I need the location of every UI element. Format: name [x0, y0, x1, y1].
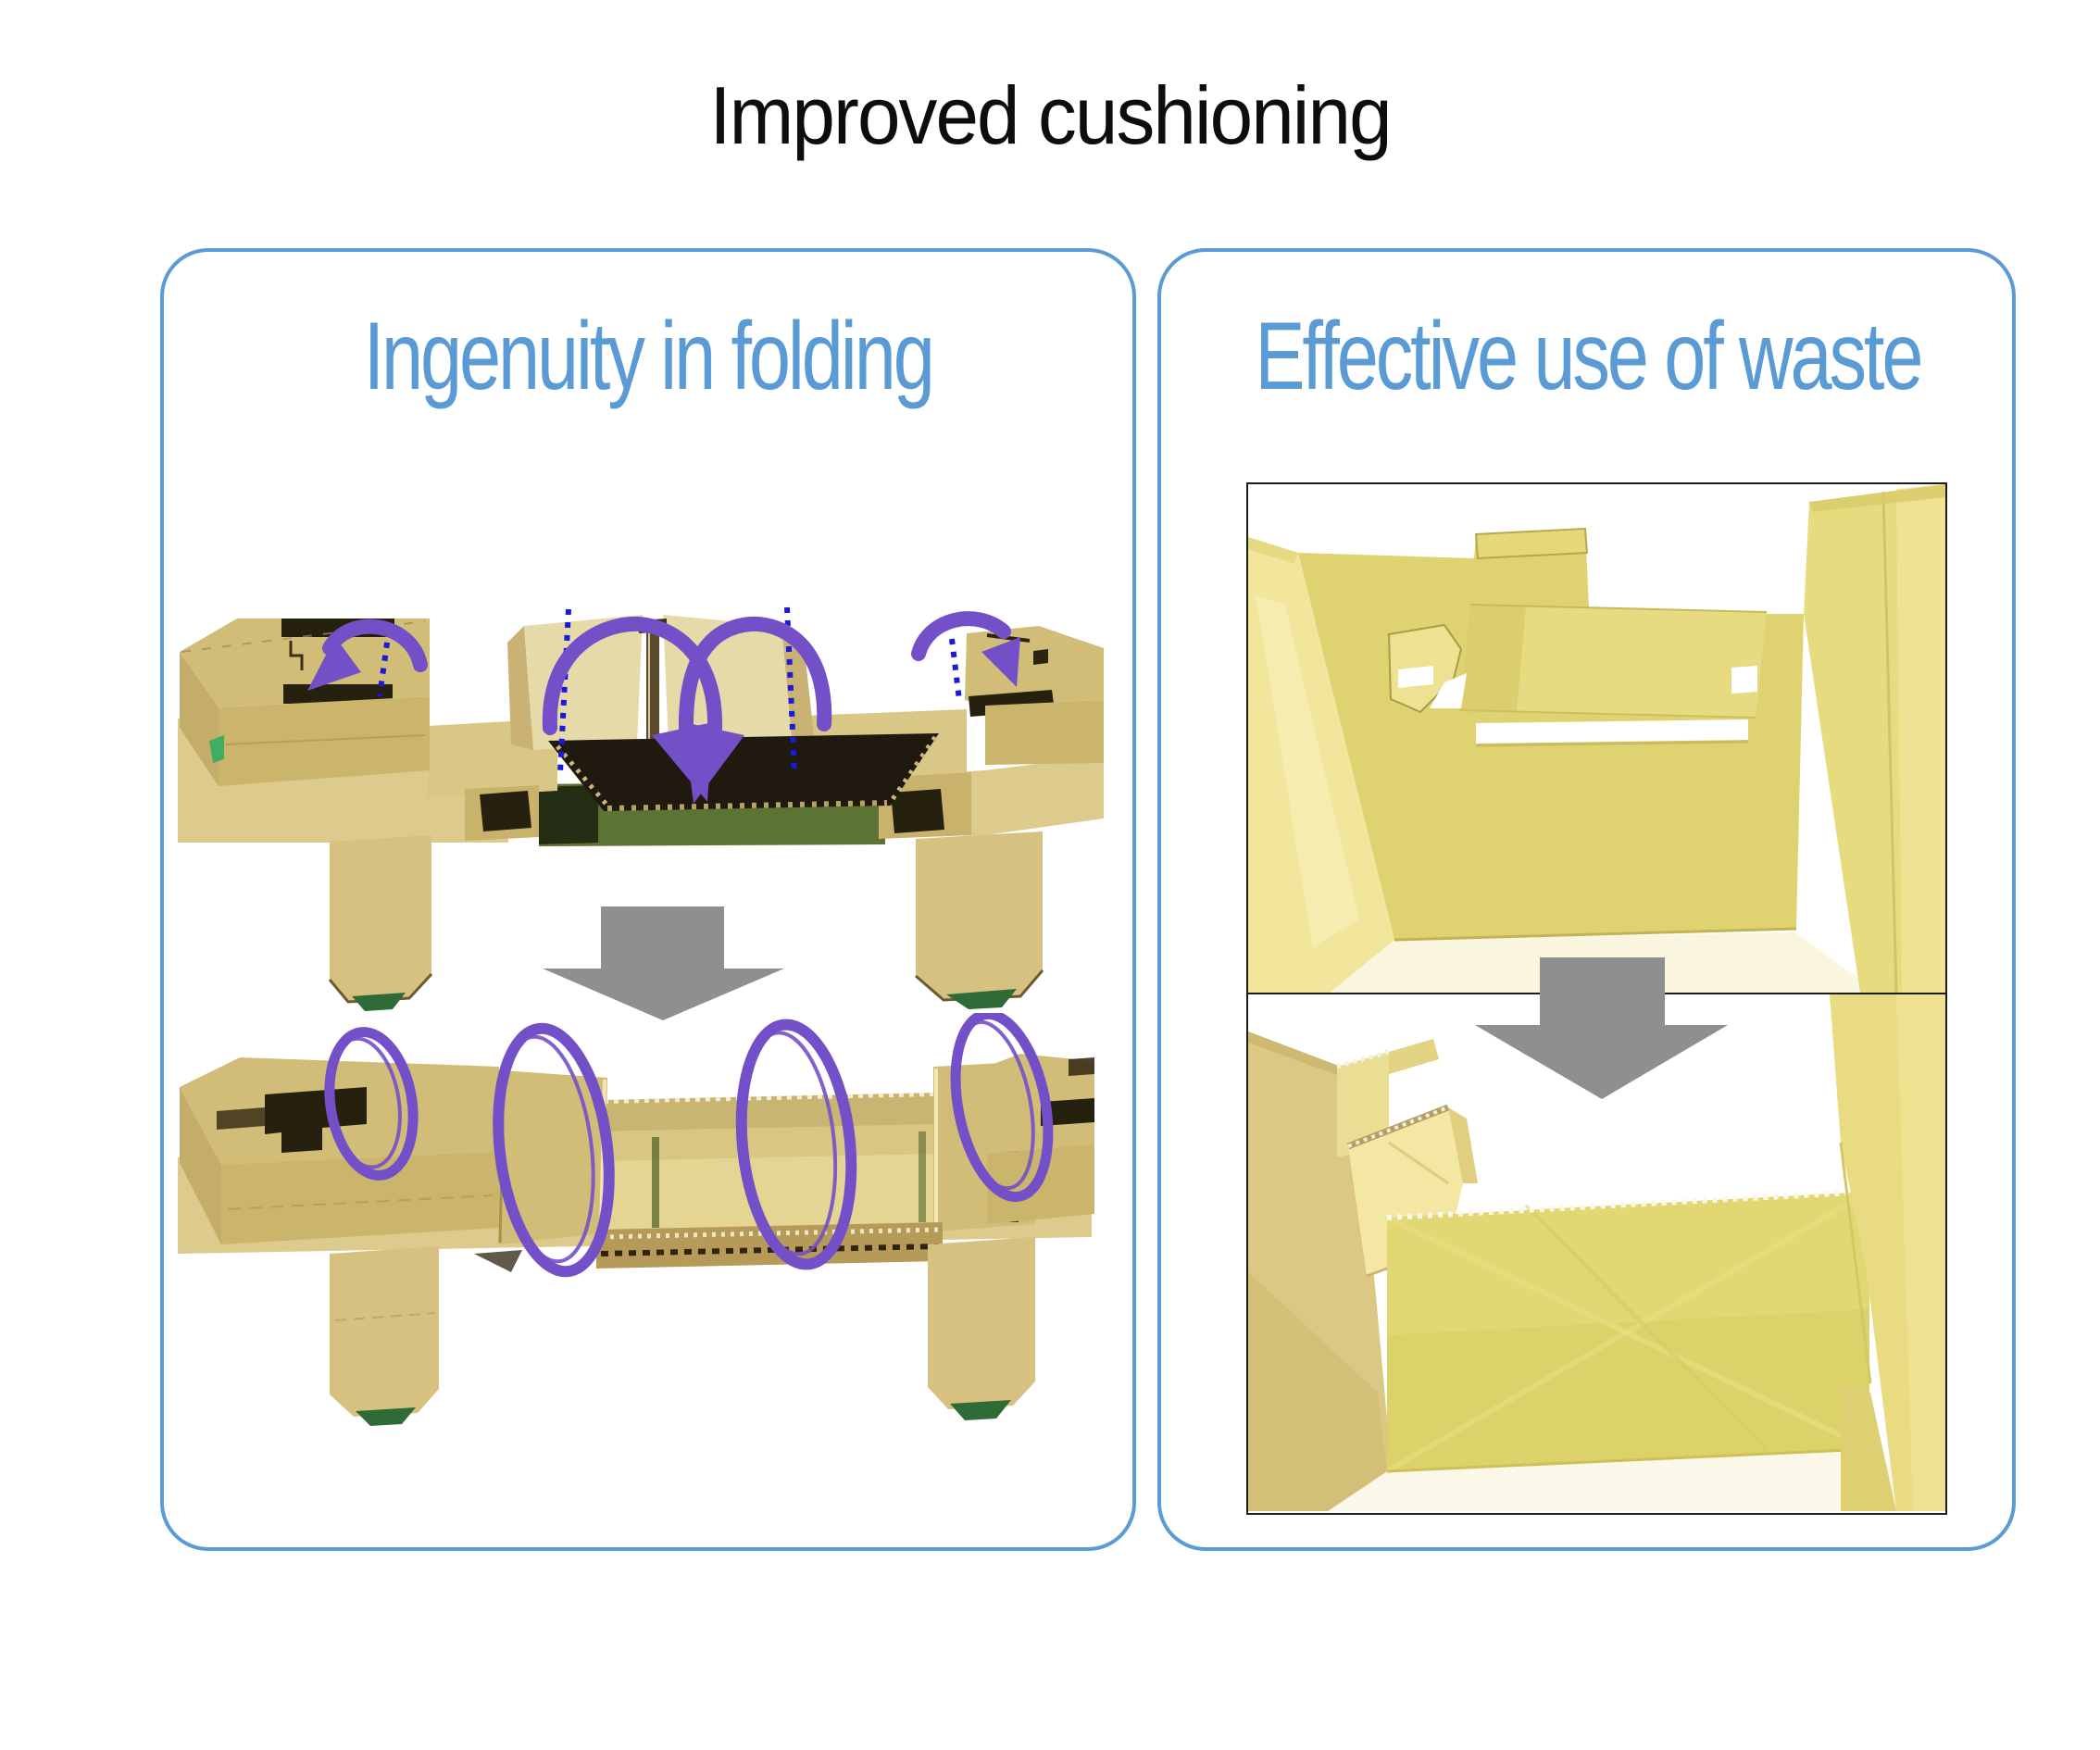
crease: [227, 1194, 494, 1210]
page-title: Improved cushioning: [0, 69, 2100, 163]
cut-tab: [1474, 527, 1589, 560]
pushed-flap-crease: [1459, 605, 1526, 712]
highlight-ellipse: [950, 1013, 1054, 1203]
photo-shadow: [539, 785, 598, 844]
cut-slot-white: [1398, 666, 1433, 688]
wall-bevel: [1248, 537, 1298, 564]
fold-direction-arrow-icon: [307, 619, 428, 691]
cut-line: [1469, 604, 1768, 613]
crease: [225, 734, 426, 745]
end-block-right-front: [985, 700, 1104, 765]
cut-slot: [265, 1087, 367, 1153]
end-block-left-side: [180, 1087, 221, 1244]
wall-bevel: [1248, 1031, 1356, 1080]
corrugation: [1347, 1106, 1449, 1148]
tray-slit: [919, 1131, 926, 1222]
green-edge: [950, 1400, 1011, 1420]
green-edge: [946, 989, 1017, 1009]
floor-edge: [1386, 1447, 1870, 1473]
corrugation: [888, 735, 938, 804]
cut-notch: [289, 641, 304, 670]
panel-right-heading: Effective use of waste: [1161, 302, 2012, 412]
wall-highlight: [1896, 994, 1945, 1511]
crease: [1385, 1189, 1871, 1474]
cut-slot: [891, 789, 944, 833]
panel-ingenuity-in-folding: Ingenuity in folding: [160, 248, 1136, 1551]
leg-right: [928, 1237, 1035, 1409]
green-edge: [352, 993, 406, 1011]
highlight-ellipse: [735, 1019, 857, 1270]
cut-line: [1475, 740, 1749, 747]
cut-slot: [217, 1107, 265, 1130]
crease: [1524, 1204, 1769, 1451]
waste-bracket-side: [1448, 1107, 1478, 1183]
wall-bevel: [1809, 484, 1945, 512]
cut-slot: [1041, 1098, 1094, 1126]
crease: [1388, 1141, 1449, 1185]
cut-gap-white: [1430, 673, 1467, 708]
wall-shade: [1841, 1383, 1896, 1511]
photo-cushion-unfolded: [178, 606, 1104, 1011]
end-block-left-front: [219, 696, 430, 786]
photo-box-interior-before: [1248, 484, 1945, 994]
photo-cushion-folded: [178, 1013, 1094, 1426]
tray-wall-left: [498, 1070, 607, 1244]
box-floor: [1328, 1449, 1945, 1511]
transform-down-arrow-icon: [1475, 957, 1728, 1099]
transform-down-arrow-icon: [543, 906, 784, 1020]
wall-highlight: [1896, 484, 1945, 993]
end-block-left-front: [221, 1152, 499, 1244]
page-title-text: Improved cushioning: [709, 69, 1392, 161]
corrugation: [1336, 1049, 1390, 1069]
cushion-cavity: [548, 733, 939, 811]
panel-left-heading: Ingenuity in folding: [164, 302, 1132, 412]
end-block-right-top: [962, 1054, 1094, 1154]
photo-shadow: [474, 1250, 522, 1272]
leg-left: [330, 1246, 439, 1417]
highlight-ellipse: [324, 1027, 419, 1181]
green-edge: [356, 1407, 416, 1426]
corrugation: [556, 744, 609, 807]
panel-left-heading-text: Ingenuity in folding: [363, 303, 935, 410]
tray-back-wall: [601, 1093, 939, 1131]
cut-line: [986, 633, 1031, 643]
fold-direction-arrow-icon: [911, 611, 1020, 687]
panel-effective-use-of-waste: Effective use of waste: [1157, 248, 2016, 1551]
crease: [1881, 491, 1898, 993]
wall-shade: [1387, 1192, 1869, 1335]
crease: [1839, 1142, 1872, 1384]
fold-direction-arrow-icon: [652, 616, 832, 802]
cut-notch: [1069, 1057, 1094, 1076]
leg-right: [916, 831, 1043, 1000]
perforation: [334, 1312, 436, 1321]
floor-edge: [1394, 927, 1797, 942]
corrugation: [600, 1244, 940, 1256]
wall-shade: [1248, 1272, 1387, 1511]
cut-hole-white: [1389, 1065, 1430, 1117]
waste-bracket-flap: [1389, 1039, 1439, 1074]
corrugation: [603, 1093, 938, 1104]
long-slot: [1476, 719, 1748, 744]
corrugation: [606, 800, 888, 811]
cut-slot-white: [1731, 666, 1757, 694]
fold-line: [949, 638, 962, 701]
highlight-ellipse: [493, 1022, 615, 1278]
fold-line: [377, 629, 392, 697]
cut-notch: [1033, 649, 1048, 665]
cut-slot: [480, 791, 531, 831]
waste-bracket-back: [1337, 1052, 1389, 1157]
end-block-left-side: [180, 652, 219, 786]
wall-highlight: [1256, 595, 1359, 947]
cut-line: [1458, 709, 1756, 719]
photo-box-interior-after: [1248, 994, 1945, 1511]
panel-right-heading-text: Effective use of waste: [1255, 303, 1923, 410]
leg-left: [330, 835, 431, 1002]
fold-line: [557, 608, 571, 773]
green-sliver: [209, 735, 224, 763]
pushed-flap: [1459, 605, 1767, 718]
tray-slit: [652, 1137, 659, 1228]
flap-bevel: [507, 626, 533, 750]
